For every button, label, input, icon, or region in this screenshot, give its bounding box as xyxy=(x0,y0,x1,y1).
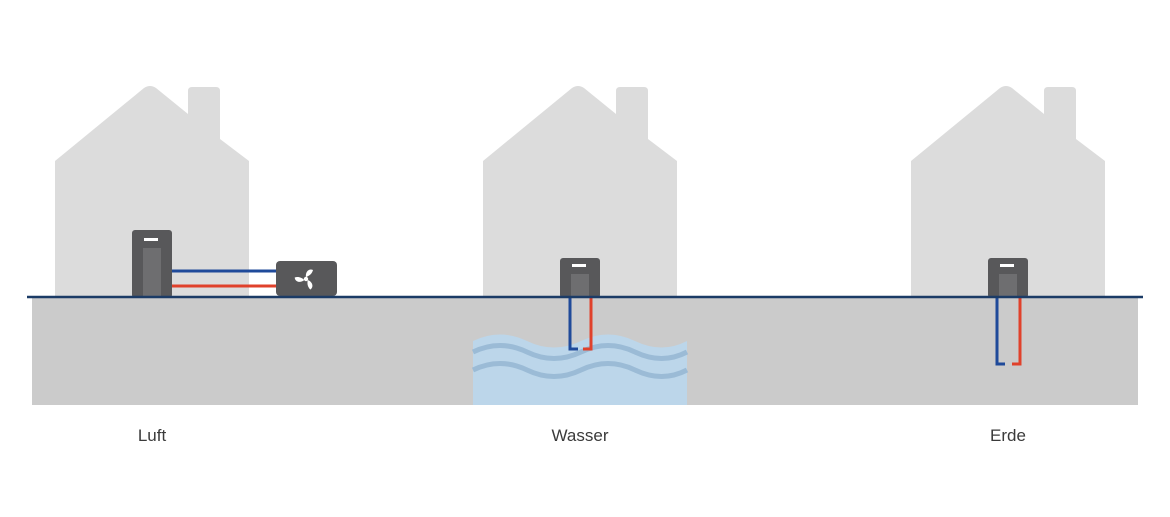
air-pipes xyxy=(171,269,276,288)
house-earth xyxy=(911,86,1105,297)
heat-pump-unit-icon xyxy=(560,258,600,298)
earth-pipes xyxy=(995,292,1022,366)
label-air: Luft xyxy=(137,426,167,445)
house-water xyxy=(483,86,677,297)
house-air xyxy=(55,86,249,297)
label-earth: Erde xyxy=(990,426,1026,445)
fan-icon xyxy=(276,261,337,296)
water-body xyxy=(471,334,689,405)
heat-pump-unit-icon xyxy=(988,258,1028,298)
heat-pump-unit-icon xyxy=(132,230,172,298)
water-pipes xyxy=(568,292,593,351)
label-water: Wasser xyxy=(551,426,609,445)
